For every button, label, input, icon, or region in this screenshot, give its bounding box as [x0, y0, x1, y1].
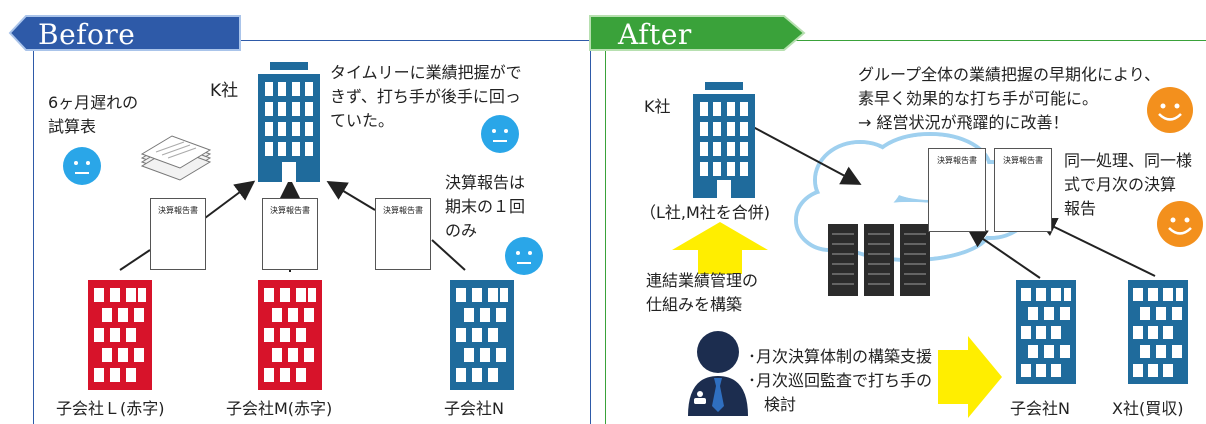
after-k-company-label: K社: [644, 97, 671, 116]
before-report-note-3: のみ: [445, 221, 478, 240]
after-subsidiary-n-building-icon: [1016, 280, 1076, 384]
after-arrows: [739, 119, 1156, 279]
after-subsidiary-n-label: 子会社N: [1010, 399, 1070, 418]
before-report-note-2: 期末の１回: [445, 197, 526, 216]
after-tab-label: After: [618, 18, 692, 51]
up-arrow-icon: [672, 222, 768, 274]
system-note-2: 仕組みを構築: [646, 295, 743, 314]
monthly-note-3: 報告: [1064, 199, 1097, 218]
before-face-icon-left: [63, 147, 101, 185]
doc-label: 決算報告書: [158, 206, 198, 215]
before-tab-shape: [8, 15, 241, 51]
before-k-company-label: K社: [210, 81, 239, 101]
after-tab-shape: [589, 15, 806, 51]
support-item-1: ･月次決算体制の構築支援: [748, 347, 933, 366]
subsidiary-m-building-icon: [258, 280, 322, 390]
before-tab-label: Before: [38, 18, 136, 51]
after-panel: [605, 40, 1206, 424]
after-document-icon-1: 決算報告書: [928, 148, 986, 232]
support-item-3: 検討: [748, 395, 797, 414]
before-face-icon-right: [505, 237, 543, 275]
top-caption-1: グループ全体の業績把握の早期化により、: [858, 65, 1161, 84]
before-document-icon-l: 決算報告書: [150, 198, 206, 270]
before-delay-note-2: 試算表: [48, 117, 97, 136]
system-note-1: 連結業績管理の: [646, 271, 759, 290]
x-company-building-icon: [1128, 280, 1188, 384]
monthly-note-2: 式で月次の決算: [1064, 175, 1177, 194]
doc-label: 決算報告書: [383, 206, 423, 215]
after-face-icon-top: [1147, 87, 1193, 133]
doc-label: 決算報告書: [270, 206, 310, 215]
server-icon: [828, 224, 930, 296]
before-k-caption-2: きず、打ち手が後手に回っ: [330, 87, 521, 106]
person-icon: [688, 331, 748, 416]
before-panel: [33, 40, 591, 424]
x-company-label: X社(買収): [1112, 399, 1184, 418]
before-subsidiary-n-label: 子会社N: [444, 399, 504, 418]
before-document-icon-m: 決算報告書: [262, 198, 318, 270]
subsidiary-l-building-icon: [88, 280, 152, 390]
monthly-note-1: 同一処理、同一様: [1064, 151, 1193, 170]
after-tab: After: [588, 14, 808, 52]
before-k-caption-1: タイムリーに業績把握がで: [330, 63, 522, 82]
subsidiary-m-label: 子会社M(赤字): [226, 399, 333, 418]
right-arrow-icon: [938, 336, 1002, 418]
after-document-icon-2: 決算報告書: [994, 148, 1052, 232]
subsidiary-n-building-icon: [450, 280, 514, 390]
top-caption-2: 素早く効果的な打ち手が可能に。: [858, 89, 1099, 108]
before-k-caption-3: ていた。: [330, 111, 395, 130]
support-item-2: ･月次巡回監査で打ち手の: [748, 371, 933, 390]
before-arrows: [119, 178, 466, 272]
before-report-note-1: 決算報告は: [445, 173, 526, 192]
doc-label: 決算報告書: [1003, 156, 1043, 165]
before-tab: Before: [8, 14, 248, 52]
subsidiary-l-label: 子会社Ｌ(赤字): [56, 399, 165, 418]
paper-stack-icon: [140, 135, 212, 181]
before-k-building-icon: [258, 62, 320, 182]
after-face-icon-bottom: [1157, 201, 1203, 247]
before-delay-note-1: 6ヶ月遅れの: [48, 93, 139, 112]
top-caption-3: → 経営状況が飛躍的に改善！: [858, 113, 1069, 132]
before-face-icon-top: [481, 115, 519, 153]
merge-note: （L社,M社を合併): [640, 203, 771, 222]
before-document-icon-n: 決算報告書: [375, 198, 431, 270]
doc-label: 決算報告書: [937, 156, 977, 165]
after-k-building-icon: [693, 82, 755, 198]
